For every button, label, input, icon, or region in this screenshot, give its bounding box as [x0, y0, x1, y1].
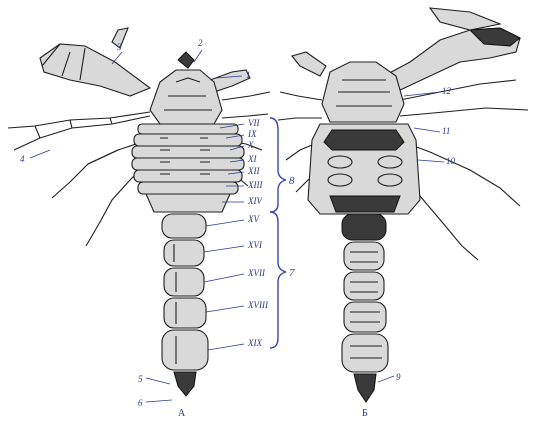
brace-mesosoma: [270, 118, 286, 212]
label-roman-ix: IX: [247, 129, 257, 139]
label-roman-xvii: XVII: [247, 268, 266, 278]
label-roman-x: X: [247, 140, 254, 150]
label-10: 10: [446, 156, 456, 166]
label-roman-xiii: XIII: [247, 180, 263, 190]
scorpion-ventral-view: [278, 8, 528, 402]
label-roman-vii: VII: [248, 118, 260, 128]
label-1-prosoma: 1: [246, 70, 251, 80]
mesosoma-tergites: [132, 124, 244, 212]
ventral-telson: [354, 374, 376, 402]
label-roman-xv: XV: [247, 214, 260, 224]
chelicerae: [178, 52, 194, 68]
label-roman-xvi: XVI: [247, 240, 263, 250]
right-pedipalp-claw: [380, 8, 520, 92]
label-11: 11: [442, 126, 450, 136]
label-roman-xix: XIX: [247, 338, 262, 348]
telson: [174, 372, 196, 396]
metasoma-segments: [162, 214, 208, 370]
label-7-metasoma: 7: [289, 267, 295, 279]
caption-a: A: [178, 408, 186, 419]
label-4-leg: 4: [20, 154, 25, 164]
left-legs: [8, 112, 150, 246]
label-5-telson: 5: [138, 374, 143, 384]
label-roman-xii: XII: [247, 166, 260, 176]
label-6-sting: 6: [138, 398, 143, 408]
left-pedipalp: [40, 28, 150, 96]
ventral-mesosoma: [308, 124, 420, 214]
scorpion-dorsal-view: [8, 28, 270, 396]
label-1-pedipalp: 3: [116, 42, 122, 52]
brace-metasoma: [270, 212, 286, 348]
ventral-metasoma: [342, 214, 388, 372]
left-pedipalp-ventral: [292, 52, 326, 76]
label-roman-xi: XI: [247, 154, 257, 164]
label-2-chelicera: 2: [198, 38, 203, 48]
label-9: 9: [396, 372, 401, 382]
label-12: 12: [442, 86, 452, 96]
label-8-mesosoma: 8: [289, 175, 295, 187]
label-roman-xviii: XVIII: [247, 300, 269, 310]
label-roman-xiv: XIV: [247, 196, 263, 206]
caption-b: Б: [362, 408, 368, 419]
